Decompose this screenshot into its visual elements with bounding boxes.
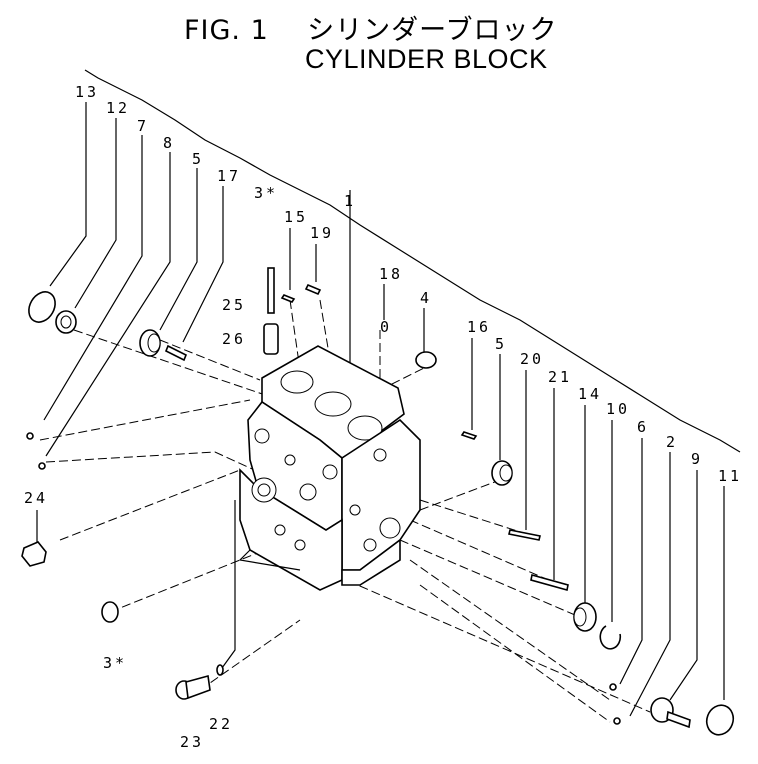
part-14-bearing: [573, 602, 597, 632]
part-20-rod: [508, 529, 541, 541]
part-26-sleeve: [263, 323, 279, 355]
assembly-dash-lines: [39, 299, 651, 723]
part-12-oil-seal: [55, 310, 77, 334]
part-19-pin: [304, 283, 322, 296]
callout-1: 1: [344, 192, 356, 210]
part-17-stud: [164, 344, 188, 362]
part-16-pin: [460, 431, 478, 440]
leader-lines: [36, 102, 725, 717]
callout-5-upper: 5: [192, 150, 204, 168]
part-7-pin: [26, 432, 34, 440]
part-2-pin: [613, 717, 621, 725]
part-11-seal: [705, 704, 735, 736]
reference-line-top: [84, 69, 741, 453]
callout-16: 16: [467, 318, 491, 336]
part-25-stud-bolt: [267, 267, 275, 314]
callout-0: 0: [380, 318, 392, 336]
part-3-star-plug-lower: [101, 601, 119, 623]
callout-23: 23: [180, 733, 204, 751]
callout-19: 19: [310, 224, 334, 242]
callout-26: 26: [222, 330, 246, 348]
part-23-bolt: [175, 674, 211, 700]
callout-21: 21: [548, 368, 572, 386]
part-9-flange: [650, 697, 691, 729]
part-4-plug: [415, 351, 437, 369]
part-5-bushing-lower: [491, 460, 513, 486]
callout-9: 9: [691, 450, 703, 468]
callout-5-lower: 5: [495, 335, 507, 353]
part-22-washer: [216, 664, 224, 676]
figure-number: FIG. 1: [184, 15, 269, 46]
part-8-pin: [38, 462, 46, 470]
callout-3-star-upper: 3*: [254, 184, 278, 202]
figure-title-japanese: シリンダーブロック: [307, 15, 558, 46]
callout-6: 6: [637, 418, 649, 436]
part-13-seal: [28, 291, 56, 323]
callout-18: 18: [379, 265, 403, 283]
callout-25: 25: [222, 296, 246, 314]
callout-13: 13: [75, 83, 99, 101]
callout-8: 8: [163, 134, 175, 152]
part-10-snap-ring: [599, 625, 622, 650]
callout-4: 4: [420, 289, 432, 307]
part-24-drain-plug: [21, 541, 47, 567]
callout-2: 2: [666, 433, 678, 451]
callout-17: 17: [217, 167, 241, 185]
callout-12: 12: [106, 99, 130, 117]
callout-10: 10: [606, 400, 630, 418]
callout-24: 24: [24, 489, 48, 507]
part-15-pin: [280, 294, 296, 303]
callout-20: 20: [520, 350, 544, 368]
callout-22: 22: [209, 715, 233, 733]
callout-14: 14: [578, 385, 602, 403]
part-1-cylinder-block: [238, 345, 421, 591]
callout-15: 15: [284, 208, 308, 226]
part-6-pin: [609, 683, 617, 691]
figure-title: FIG. 1 シリンダーブロック: [184, 8, 558, 47]
callout-11: 11: [718, 467, 742, 485]
part-5-bushing-upper: [139, 329, 161, 357]
part-21-rod: [530, 573, 569, 592]
callout-3-star-lower: 3*: [103, 654, 127, 672]
callout-7: 7: [137, 117, 149, 135]
figure-title-english: CYLINDER BLOCK: [305, 44, 548, 74]
